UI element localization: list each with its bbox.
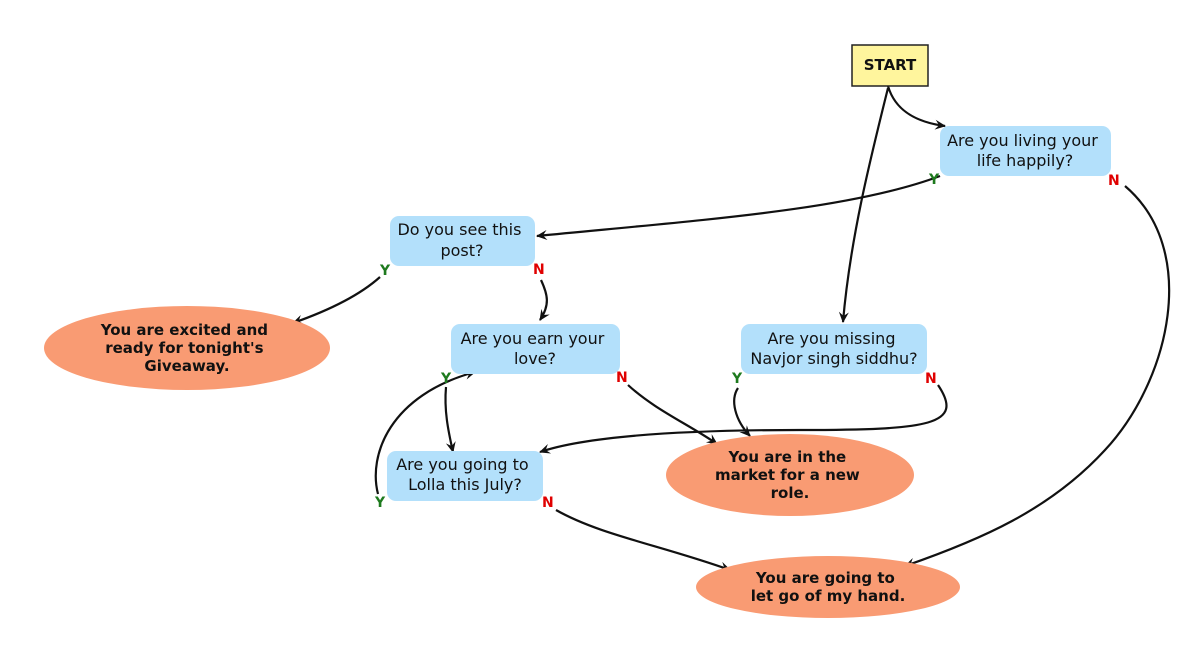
svg-text:Are you earn your love?: Are you earn your love? [461, 329, 610, 368]
o3-line-1: You are going to [755, 569, 895, 587]
o1-line-2: ready for tonight's [105, 339, 263, 357]
label-q1-yes: Y [928, 172, 940, 188]
label-q1-no: N [1108, 173, 1120, 189]
q5-line-2: Lolla this July? [408, 475, 522, 494]
o2-line-1: You are in the [728, 448, 847, 466]
q4-line-1: Are you missing [767, 329, 895, 348]
edge-q1-yes-q2 [536, 174, 941, 240]
svg-text:You are in the market fo: You are in the market for a new role. [715, 448, 865, 502]
edges [292, 85, 1171, 572]
q5-line-1: Are you going to [396, 455, 528, 474]
question-node-q2: Do you see this post? [390, 216, 535, 266]
edge-q5-no-o3 [555, 509, 731, 572]
question-node-q4: Are you missing Navjor singh siddhu? [741, 324, 927, 374]
svg-text:You are excited and read: You are excited and ready for tonight's … [100, 321, 274, 375]
label-q2-yes: Y [379, 263, 391, 279]
q3-line-2: love? [514, 349, 556, 368]
svg-text:Do you see this post?: Do you see this post? [397, 220, 526, 260]
q3-line-1: Are you earn your [461, 329, 605, 348]
edge-q5-yes-q3 [374, 369, 476, 495]
svg-text:Are you going to Lolla t: Are you going to Lolla this July? [396, 455, 534, 494]
edge-labels: Y N Y N Y N Y N Y N [374, 172, 1120, 511]
o2-line-2: market for a new [715, 466, 860, 484]
label-q5-yes: Y [374, 495, 386, 511]
edge-q2-no-q3 [539, 279, 550, 321]
start-node: START [851, 44, 929, 87]
svg-text:Are you missing Navjor s: Are you missing Navjor singh siddhu? [750, 329, 917, 368]
q1-line-2: life happily? [977, 151, 1074, 170]
edge-q4-no-q5 [539, 384, 948, 454]
edge-q3-no-o2 [627, 384, 718, 445]
q2-line-2: post? [440, 241, 483, 260]
svg-text:Are you living your life: Are you living your life happily? [947, 131, 1103, 170]
label-q5-no: N [542, 495, 554, 511]
edge-q1-no-o3 [904, 185, 1171, 568]
label-q3-no: N [616, 370, 628, 386]
label-q2-no: N [533, 262, 545, 278]
svg-text:You are going to let go: You are going to let go of my hand. [751, 569, 906, 605]
edge-start-q1 [886, 85, 946, 130]
q4-line-2: Navjor singh siddhu? [750, 349, 917, 368]
o2-line-3: role. [771, 484, 810, 502]
o3-line-2: let go of my hand. [751, 587, 906, 605]
question-node-q1: Are you living your life happily? [940, 126, 1111, 176]
outcome-node-o1: You are excited and ready for tonight's … [44, 306, 330, 390]
edge-q4-yes-o2 [733, 387, 751, 437]
question-node-q5: Are you going to Lolla this July? [387, 451, 543, 501]
question-node-q3: Are you earn your love? [451, 324, 620, 374]
label-q3-yes: Y [440, 371, 452, 387]
o1-line-1: You are excited and [100, 321, 268, 339]
outcome-node-o2: You are in the market for a new role. [666, 434, 914, 516]
q2-line-1: Do you see this [397, 220, 521, 239]
label-q4-no: N [925, 371, 937, 387]
label-q4-yes: Y [731, 371, 743, 387]
edge-q2-yes-o1 [292, 276, 381, 325]
edge-q3-yes-q5 [444, 386, 456, 453]
o1-line-3: Giveaway. [144, 357, 229, 375]
start-label: START [864, 56, 917, 74]
edge-start-q4 [838, 87, 890, 323]
q1-line-1: Are you living your [947, 131, 1098, 150]
outcome-node-o3: You are going to let go of my hand. [696, 556, 960, 618]
